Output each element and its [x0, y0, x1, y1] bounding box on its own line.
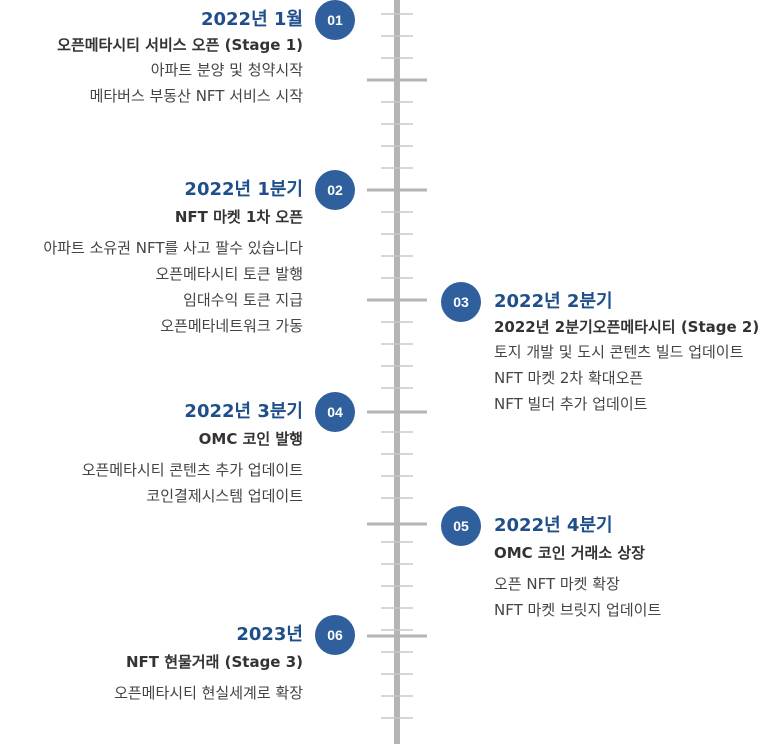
milestone-number: 01 [327, 12, 343, 28]
milestone-period: 2022년 1월 [200, 9, 303, 30]
milestone-title: 오픈메타시티 서비스 오픈 (Stage 1) [57, 36, 303, 54]
milestone-period: 2022년 3분기 [184, 401, 303, 422]
milestone-06: 2023년 NFT 현물거래 (Stage 3) 오픈메타시티 현실세계로 확장 [3, 622, 303, 706]
milestone-item: 오픈 NFT 마켓 확장 [494, 575, 620, 593]
milestone-title: NFT 현물거래 (Stage 3) [125, 653, 303, 671]
milestone-item: 메타버스 부동산 NFT 서비스 시작 [89, 87, 303, 105]
milestone-number: 04 [327, 404, 343, 420]
milestone-item: 오픈메타시티 토큰 발행 [155, 265, 303, 283]
milestone-item: 임대수익 토큰 지급 [183, 291, 303, 309]
milestone-number: 05 [453, 518, 469, 534]
milestone-item: 오픈메타시티 콘텐츠 추가 업데이트 [81, 461, 303, 479]
milestone-number: 06 [327, 627, 343, 643]
milestone-badge-05: 05 [441, 506, 481, 546]
milestone-badge-06: 06 [315, 615, 355, 655]
milestone-badge-02: 02 [315, 170, 355, 210]
milestone-title: OMC 코인 거래소 상장 [494, 544, 645, 562]
milestone-item: 코인결제시스템 업데이트 [146, 487, 303, 505]
milestone-number: 02 [327, 182, 343, 198]
milestone-item: 오픈메타시티 현실세계로 확장 [114, 684, 303, 702]
milestone-item: 오픈메타네트워크 가동 [160, 317, 303, 335]
milestone-item: NFT 마켓 2차 확대오픈 [494, 369, 644, 387]
milestone-period: 2022년 4분기 [494, 515, 613, 536]
milestone-badge-04: 04 [315, 392, 355, 432]
milestone-item: 아파트 소유권 NFT를 사고 팔수 있습니다 [43, 239, 303, 257]
milestone-01: 2022년 1월 오픈메타시티 서비스 오픈 (Stage 1) 아파트 분양 … [3, 7, 303, 109]
milestone-item: NFT 마켓 브릿지 업데이트 [494, 601, 662, 619]
milestone-02: 2022년 1분기 NFT 마켓 1차 오픈 아파트 소유권 NFT를 사고 팔… [3, 177, 303, 339]
milestone-item: 아파트 분양 및 청약시작 [150, 61, 303, 79]
milestone-item: 토지 개발 및 도시 콘텐츠 빌드 업데이트 [494, 343, 744, 361]
milestone-04: 2022년 3분기 OMC 코인 발행 오픈메타시티 콘텐츠 추가 업데이트 코… [3, 399, 303, 509]
milestone-number: 03 [453, 294, 469, 310]
milestone-item: NFT 빌더 추가 업데이트 [494, 395, 648, 413]
milestone-badge-01: 01 [315, 0, 355, 40]
milestone-period: 2022년 2분기 [494, 291, 613, 312]
milestone-title: NFT 마켓 1차 오픈 [174, 208, 303, 226]
milestone-period: 2022년 1분기 [184, 179, 303, 200]
milestone-title: 2022년 2분기오픈메타시티 (Stage 2) [494, 318, 760, 336]
milestone-03: 2022년 2분기 2022년 2분기오픈메타시티 (Stage 2) 토지 개… [494, 289, 780, 417]
milestone-title: OMC 코인 발행 [198, 430, 303, 448]
milestone-period: 2023년 [236, 624, 303, 645]
milestone-badge-03: 03 [441, 282, 481, 322]
milestone-05: 2022년 4분기 OMC 코인 거래소 상장 오픈 NFT 마켓 확장 NFT… [494, 513, 780, 623]
